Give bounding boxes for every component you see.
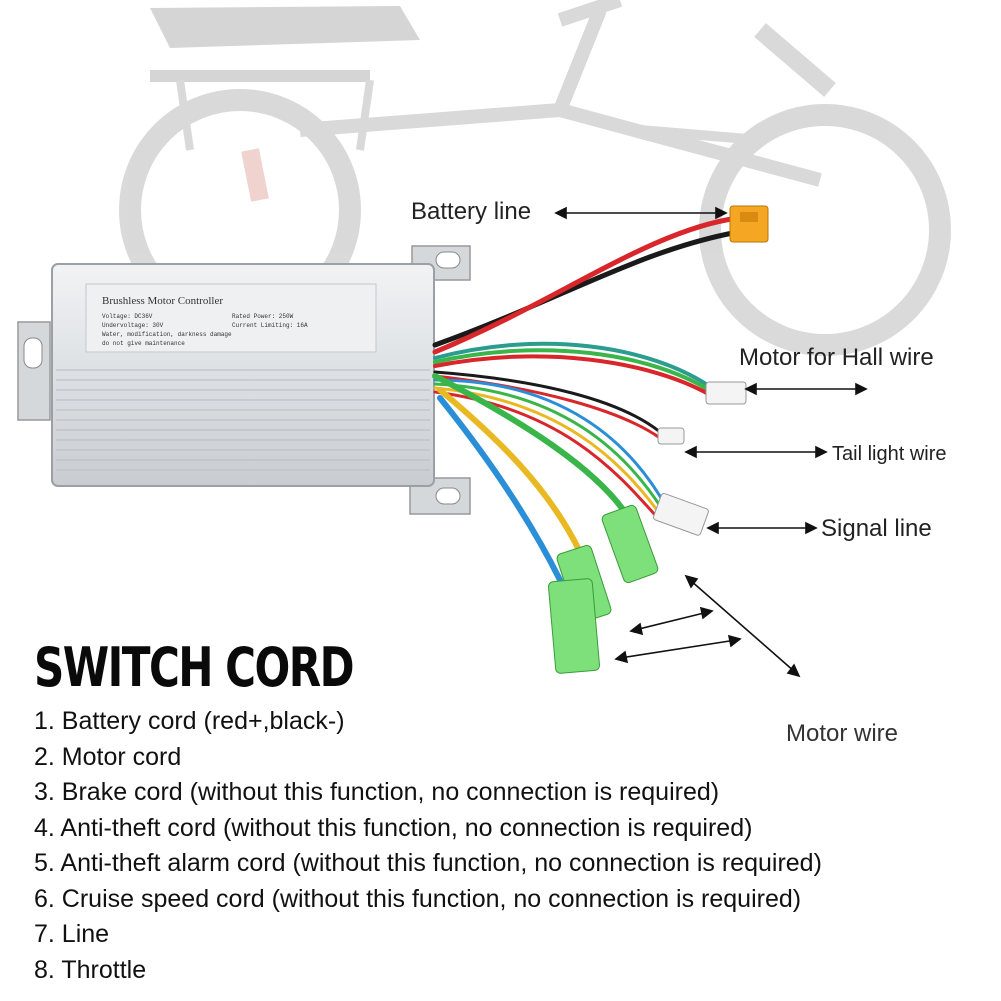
tail-wire-red	[433, 374, 662, 440]
motor-hall-wire-label: Motor for Hall wire	[739, 344, 934, 371]
motor-connector-1	[601, 504, 659, 584]
motor-wire-label: Motor wire	[786, 720, 899, 747]
motor-wire-green	[432, 373, 633, 523]
hall-wire-teal	[433, 341, 714, 390]
tail-light-wire-label: Tail light wire	[832, 443, 947, 465]
motor-wire-yellow	[437, 387, 583, 555]
hall-connector	[705, 381, 747, 405]
controller-spec-power: Rated Power: 250W	[232, 313, 294, 320]
battery-line-label: Battery line	[411, 198, 532, 225]
callout-arrows	[554, 206, 868, 678]
list-item: 2. Motor cord	[34, 742, 182, 771]
wire-bundle	[432, 215, 741, 583]
list-item: 3. Brake cord (without this function, no…	[34, 778, 720, 806]
signal-wire-yellow	[433, 386, 662, 516]
battery-connector-xt60	[729, 205, 769, 243]
controller-spec-undervoltage: Undervoltage: 30V	[102, 322, 164, 329]
signal-line-label: Signal line	[821, 515, 932, 542]
signal-wire-green	[433, 382, 666, 514]
cord-list: 1. Battery cord (red+,black-) 2. Motor c…	[34, 704, 822, 988]
list-item: 6. Cruise speed cord (without this funct…	[34, 884, 802, 913]
hall-wire-green	[433, 348, 714, 394]
controller-spec-voltage: Voltage: DC36V	[102, 313, 153, 320]
tail-light-connector	[657, 427, 685, 445]
controller-title: Brushless Motor Controller	[102, 295, 223, 307]
list-item: 7. Line	[34, 920, 110, 948]
list-item: 1. Battery cord (red+,black-)	[34, 707, 345, 735]
motor-wire-blue	[437, 395, 563, 583]
ebike-background-image	[119, 0, 951, 356]
signal-connector	[653, 492, 709, 536]
controller-spec-current: Current Limiting: 16A	[232, 322, 308, 329]
list-item: 8. Throttle	[34, 955, 147, 984]
hall-wire-red	[433, 354, 714, 398]
tail-wire-black	[433, 370, 662, 434]
battery-wire-black	[432, 229, 741, 348]
list-item: 5. Anti-theft alarm cord (without this f…	[34, 849, 822, 877]
switch-cord-heading: SWITCH CORD	[34, 636, 355, 699]
motor-connector-3	[547, 578, 601, 674]
battery-wire-red	[432, 215, 741, 355]
motor-controller-housing	[17, 245, 471, 515]
signal-wire-blue	[433, 378, 670, 512]
controller-warning-line1: Water, modification, darkness damage	[102, 331, 232, 338]
controller-warning-line2: do not give maintenance	[102, 340, 185, 347]
list-item: 4. Anti-theft cord (without this functio…	[34, 813, 753, 842]
connectors	[547, 205, 769, 674]
controller-nameplate: Brushless Motor Controller Voltage: DC36…	[102, 295, 308, 347]
